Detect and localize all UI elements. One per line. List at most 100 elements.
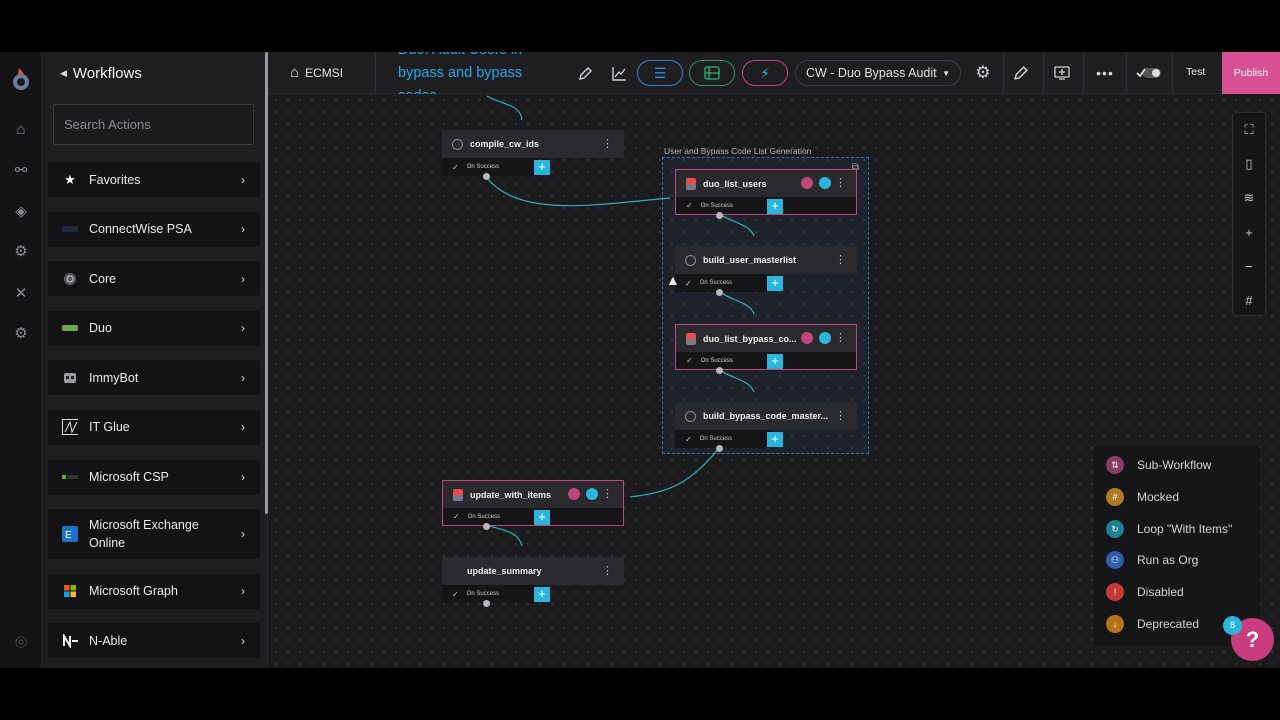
workflow-canvas[interactable]: User and Bypass Code List Generation ⧉ c… [270, 94, 1280, 668]
sidebar-item-favorites[interactable]: ★ Favorites › [48, 162, 260, 197]
node-menu-icon[interactable]: ⋮ [602, 565, 613, 577]
integrations-icon[interactable]: ⚙ [14, 243, 28, 260]
node-output-port[interactable] [483, 523, 490, 530]
check-icon: ✓ [452, 589, 459, 599]
disabled-icon: ! [1106, 583, 1124, 601]
add-step-button[interactable]: + [767, 354, 783, 369]
sidebar-item-n-able[interactable]: N-Able › [48, 623, 260, 659]
legend-label: Sub-Workflow [1137, 458, 1212, 472]
toolbar-divider [375, 52, 376, 94]
core-node-icon [452, 138, 463, 150]
tools-icon[interactable]: ✕ [14, 285, 28, 302]
edit-title-button[interactable] [574, 60, 596, 86]
publish-button[interactable]: Publish [1222, 52, 1280, 94]
back-caret-icon: ◀ [60, 67, 67, 78]
sidebar-scrollbar[interactable] [265, 52, 268, 514]
sidebar-item-connectwise-psa[interactable]: ConnectWise PSA › [48, 211, 260, 247]
chevron-right-icon: › [241, 271, 245, 286]
node-output-port[interactable] [716, 212, 723, 219]
environment-select[interactable]: CW - Duo Bypass Audit ▼ [795, 60, 961, 86]
loop-badge-icon [819, 177, 831, 189]
node-label: build_bypass_code_master... [703, 411, 829, 421]
caret-down-icon: ▼ [942, 68, 950, 78]
workflow-node[interactable]: build_bypass_code_master... ⋮ ✓On Succes… [675, 402, 857, 452]
fullscreen-button[interactable]: ⛶ [1233, 113, 1265, 147]
canvas-controls: ⛶ ▯ ≋ + − # [1232, 112, 1266, 316]
node-output-port[interactable] [716, 367, 723, 374]
workflows-back-link[interactable]: ◀ Workflows [42, 52, 267, 94]
zoom-in-button[interactable]: + [1233, 215, 1265, 249]
sidebar-item-microsoft-exchange-online[interactable]: E Microsoft Exchange Online › [48, 509, 260, 560]
workflow-settings-button[interactable]: ⚙ [972, 60, 994, 86]
add-step-button[interactable]: + [767, 199, 783, 214]
chevron-right-icon: › [241, 321, 245, 336]
workflow-title[interactable]: Duo: Audit Users in bypass and bypass co… [398, 52, 558, 94]
enable-toggle[interactable] [1135, 60, 1163, 86]
package-icon[interactable]: ◈ [15, 203, 27, 220]
add-step-button[interactable]: + [767, 432, 783, 447]
workflow-node[interactable]: compile_cw_ids ⋮ ✓On Success + [442, 130, 624, 180]
sidebar-item-duo[interactable]: Duo › [48, 310, 260, 346]
line-chart-icon [611, 66, 626, 81]
node-menu-icon[interactable]: ⋮ [602, 488, 613, 500]
add-to-screen-button[interactable] [1051, 60, 1073, 86]
test-button[interactable]: Test [1186, 66, 1206, 78]
microsoft-csp-logo-icon [62, 469, 78, 485]
workflow-title-line: Duo: Audit Users in [398, 52, 522, 61]
screen-add-icon [1054, 66, 1070, 80]
zoom-out-button[interactable]: − [1233, 249, 1265, 283]
legend-item: #Mocked [1106, 488, 1179, 506]
workflow-title-line: codes [398, 85, 437, 94]
workflow-node[interactable]: build_user_masterlist ⋮ ✓On Success + [675, 246, 857, 296]
node-menu-icon[interactable]: ⋮ [835, 177, 846, 189]
fullscreen-icon: ⛶ [1244, 122, 1254, 137]
workflow-node[interactable]: duo_list_bypass_co... ⋮ ✓On Success + [675, 324, 857, 374]
add-step-button[interactable]: + [534, 160, 550, 175]
add-step-button[interactable]: + [534, 587, 550, 602]
node-menu-icon[interactable]: ⋮ [835, 332, 846, 344]
workflow-edges [486, 95, 755, 547]
home-icon[interactable]: ⌂ [16, 121, 26, 138]
toolbar-divider [1172, 52, 1173, 94]
node-menu-icon[interactable]: ⋮ [835, 410, 846, 422]
check-icon: ✓ [686, 356, 693, 365]
layout-view-button[interactable]: ☰ [637, 60, 683, 86]
node-status: On Success [700, 357, 734, 364]
add-step-button[interactable]: + [534, 510, 550, 525]
edit-mode-button[interactable] [1010, 60, 1032, 86]
analytics-button[interactable] [608, 60, 630, 86]
sidebar-item-microsoft-graph[interactable]: Microsoft Graph › [48, 573, 260, 609]
node-output-port[interactable] [716, 445, 723, 452]
status-icon: ◎ [14, 633, 28, 650]
layers-button[interactable]: ≋ [1233, 181, 1265, 215]
group-copy-icon[interactable]: ⧉ [852, 162, 860, 173]
core-icon [62, 271, 78, 287]
node-label: build_user_masterlist [703, 255, 797, 265]
workflow-icon[interactable]: ⚯ [14, 162, 28, 179]
sidebar-item-immybot[interactable]: ImmyBot › [48, 360, 260, 396]
sidebar-item-it-glue[interactable]: IT Glue › [48, 409, 260, 445]
workflow-node[interactable]: update_summary ⋮ ✓On Success + [442, 557, 624, 607]
node-output-port[interactable] [716, 289, 723, 296]
node-menu-icon[interactable]: ⋮ [835, 254, 846, 266]
exchange-logo-icon: E [62, 526, 78, 543]
sidebar-item-microsoft-csp[interactable]: Microsoft CSP › [48, 459, 260, 495]
integrations-view-button[interactable] [689, 60, 735, 86]
settings-icon[interactable]: ⚙ [14, 325, 28, 342]
more-options-button[interactable]: ••• [1094, 60, 1116, 86]
node-output-port[interactable] [483, 173, 490, 180]
minimap-button[interactable]: ▯ [1233, 147, 1265, 181]
grid-toggle-button[interactable]: # [1233, 283, 1265, 317]
node-output-port[interactable] [483, 600, 490, 607]
workflow-node[interactable]: duo_list_users ⋮ ✓On Success + [675, 169, 857, 219]
pencil-icon [578, 66, 592, 80]
triggers-view-button[interactable]: ⚡ [742, 60, 788, 86]
it-glue-logo-icon [62, 419, 78, 436]
sidebar-item-core[interactable]: Core › [48, 261, 260, 297]
org-home-link[interactable]: ⌂ ECMSI [290, 64, 343, 81]
workflow-node[interactable]: update_with_items ⋮ ✓On Success + [442, 480, 624, 530]
search-actions-input[interactable] [53, 104, 254, 145]
node-label: update_summary [467, 566, 542, 576]
add-step-button[interactable]: + [767, 276, 783, 291]
node-menu-icon[interactable]: ⋮ [602, 138, 613, 150]
